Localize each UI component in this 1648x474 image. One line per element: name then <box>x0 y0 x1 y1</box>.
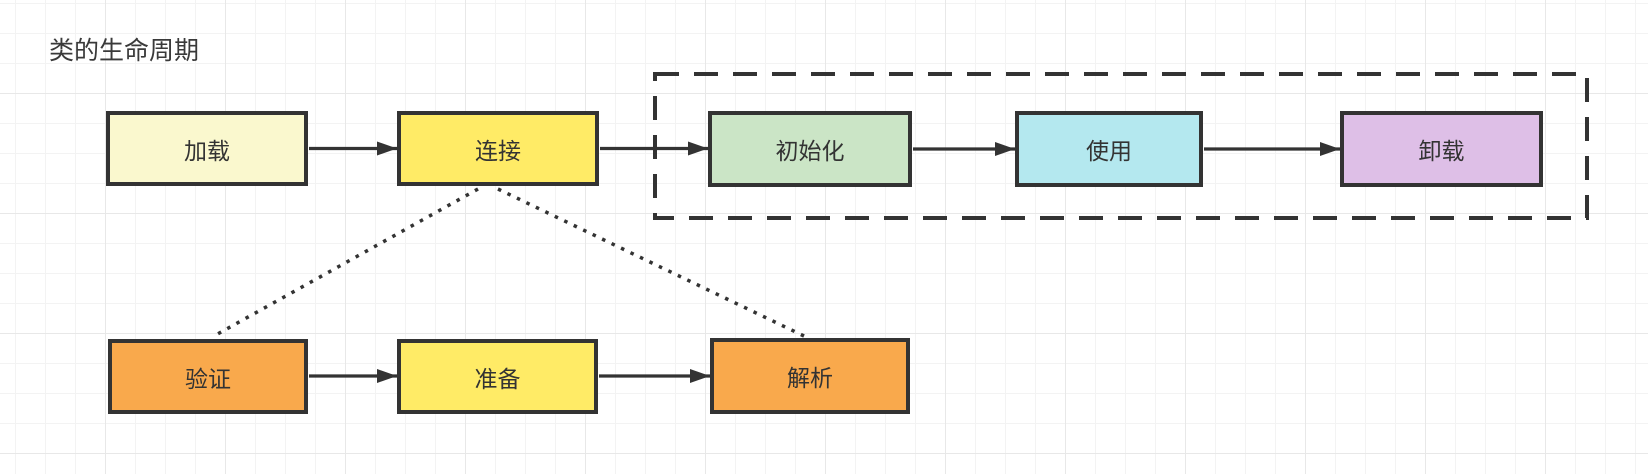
node-verify[interactable]: 验证 <box>108 339 308 414</box>
diagram-title: 类的生命周期 <box>49 37 200 65</box>
dashed-group-border <box>653 72 1589 220</box>
node-init[interactable]: 初始化 <box>708 111 912 187</box>
node-unload-label: 卸载 <box>1418 138 1465 164</box>
node-prepare[interactable]: 准备 <box>397 339 598 414</box>
node-unload[interactable]: 卸载 <box>1340 111 1543 187</box>
node-load[interactable]: 加载 <box>106 111 308 186</box>
node-resolve[interactable]: 解析 <box>710 338 910 414</box>
node-init-label: 初始化 <box>775 138 845 164</box>
node-resolve-label: 解析 <box>787 365 833 391</box>
node-prepare-label: 准备 <box>474 365 521 392</box>
node-link-label: 连接 <box>475 137 521 164</box>
node-link[interactable]: 连接 <box>397 111 599 186</box>
dotted-link-to-resolve <box>497 187 805 338</box>
node-verify-label: 验证 <box>185 365 231 392</box>
dotted-link-to-verify <box>213 187 479 338</box>
node-load-label: 加载 <box>184 137 230 164</box>
node-use-label: 使用 <box>1086 138 1132 164</box>
node-use[interactable]: 使用 <box>1015 111 1203 187</box>
